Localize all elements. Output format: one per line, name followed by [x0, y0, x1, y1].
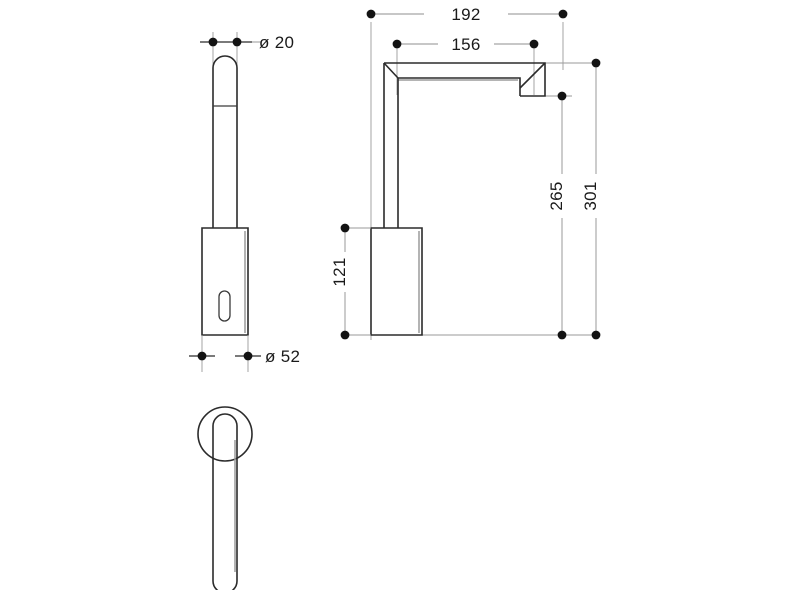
side-dim156-dot-left	[392, 39, 402, 49]
side-spout-outer	[384, 62, 546, 97]
front-dim20-dot-left	[208, 37, 218, 47]
top-view	[197, 406, 253, 590]
side-view: 192 156	[330, 5, 601, 340]
side-dim192-dot-left	[366, 9, 376, 19]
dimension-label-spout-reach: 156	[451, 35, 480, 54]
side-riser	[383, 63, 399, 228]
front-dim20-dot-right	[232, 37, 242, 47]
dimension-label-spout-diameter: ø 20	[259, 33, 294, 52]
top-spout-outline	[212, 413, 238, 590]
top-base-circle	[197, 406, 253, 462]
side-dim301-dot-top	[591, 58, 601, 68]
side-spout-chamfer	[519, 62, 546, 89]
dimension-label-overall-depth: 192	[451, 5, 480, 24]
side-dim265-dot-bottom	[557, 330, 567, 340]
front-body	[201, 227, 249, 336]
front-dim52-dot-right	[243, 351, 253, 361]
dimension-label-overall-height: 301	[581, 181, 600, 210]
side-dim121-dot-bottom	[340, 330, 350, 340]
side-dim301-dot-bottom	[591, 330, 601, 340]
side-dim192-dot-right	[558, 9, 568, 19]
dimension-label-base-diameter: ø 52	[265, 347, 300, 366]
dimension-label-body-height: 121	[330, 257, 349, 286]
front-spout-cap	[212, 55, 238, 78]
front-spout-sides	[212, 78, 238, 228]
side-dim121-dot-top	[340, 223, 350, 233]
side-dim265-dot-top	[557, 91, 567, 101]
front-view: ø 20 ø 52	[189, 32, 300, 372]
side-dim156-dot-right	[529, 39, 539, 49]
sensor-window	[218, 290, 231, 322]
front-dim52-dot-left	[197, 351, 207, 361]
dimension-label-spout-height: 265	[547, 181, 566, 210]
side-body	[370, 227, 423, 336]
